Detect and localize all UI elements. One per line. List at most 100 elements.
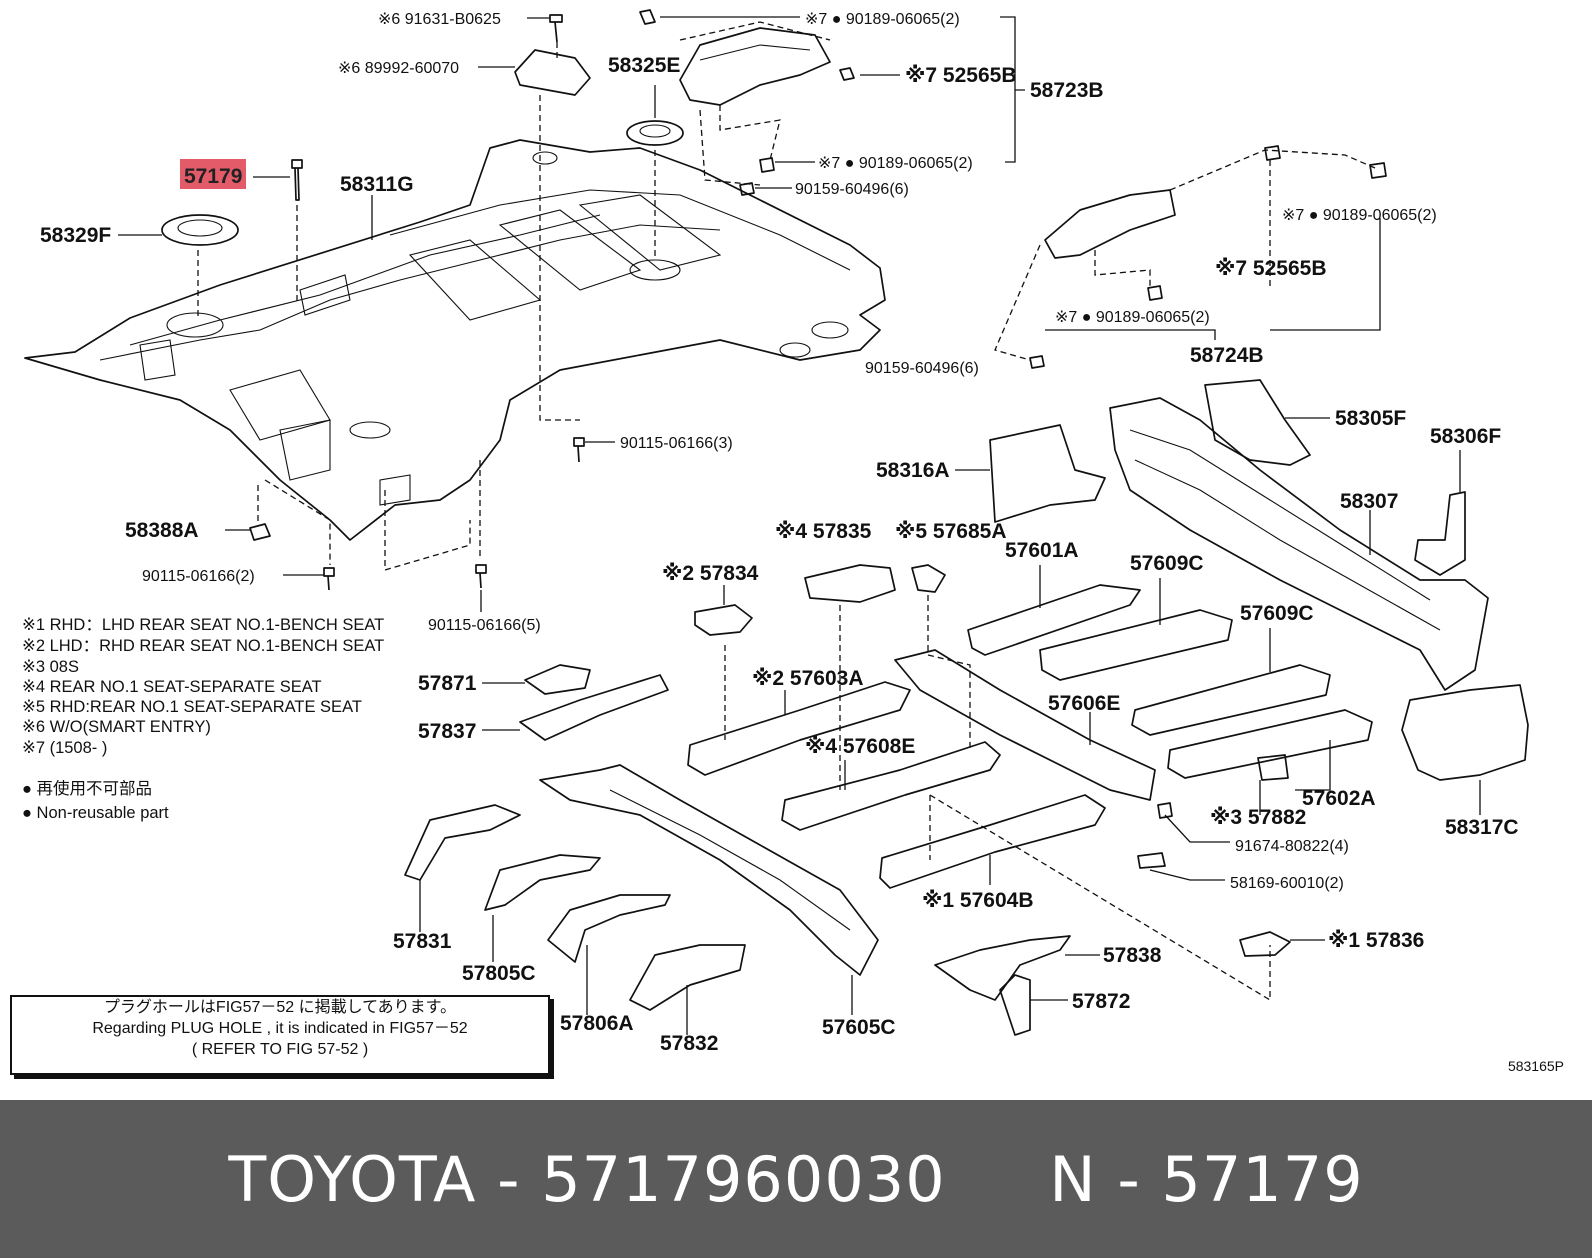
label-91631[interactable]: ※6 91631-B0625	[378, 11, 501, 28]
label-57872[interactable]: 57872	[1072, 990, 1130, 1013]
label-90115-c[interactable]: 90115-06166(5)	[428, 617, 541, 634]
part-labels: ※6 91631-B0625 ※6 89992-60070 58325E ※7 …	[40, 11, 1519, 1055]
floor-pan-58311g[interactable]	[24, 139, 886, 541]
footer-part-label: N	[1049, 1142, 1097, 1216]
member-57608e[interactable]	[781, 741, 1001, 831]
label-57836[interactable]: ※1 57836	[1328, 929, 1424, 952]
bolt-91631[interactable]	[549, 14, 563, 43]
label-57605c[interactable]: 57605C	[822, 1016, 896, 1039]
legend-jp: ● 再使用不可部品	[22, 779, 152, 798]
bolt-90115-a[interactable]	[573, 437, 585, 463]
label-90189-a[interactable]: ※7 ● 90189-06065(2)	[805, 11, 960, 28]
label-57805c[interactable]: 57805C	[462, 962, 536, 985]
label-58724b[interactable]: 58724B	[1190, 344, 1264, 367]
bracket-57872[interactable]	[999, 974, 1031, 1036]
label-58316a[interactable]: 58316A	[876, 459, 950, 482]
member-57602a[interactable]	[1167, 709, 1373, 779]
label-58307[interactable]: 58307	[1340, 490, 1398, 513]
member-57601a[interactable]	[967, 584, 1141, 656]
member-57837[interactable]	[519, 674, 669, 741]
label-57806a[interactable]: 57806A	[560, 1012, 634, 1035]
nut-91674[interactable]	[1157, 802, 1173, 819]
label-90189-d[interactable]: ※7 ● 90189-06065(2)	[1055, 309, 1210, 326]
note-1: ※1 RHD：LHD REAR SEAT NO.1-BENCH SEAT	[22, 616, 384, 634]
label-58325e[interactable]: 58325E	[608, 54, 680, 77]
bracket-57805c[interactable]	[484, 854, 601, 911]
label-57609c-b[interactable]: 57609C	[1240, 602, 1314, 625]
bracket-57882[interactable]	[1257, 754, 1289, 781]
bracket-57835[interactable]	[804, 564, 896, 603]
bolt-90115-c[interactable]	[475, 564, 487, 589]
label-90189-b[interactable]: ※7 ● 90189-06065(2)	[818, 155, 973, 172]
member-57871[interactable]	[524, 664, 591, 695]
label-57871[interactable]: 57871	[418, 672, 477, 695]
label-57832[interactable]: 57832	[660, 1032, 718, 1055]
label-90189-c[interactable]: ※7 ● 90189-06065(2)	[1282, 207, 1437, 224]
bolt-90115-b[interactable]	[323, 567, 335, 591]
member-57603a[interactable]	[687, 681, 911, 776]
label-57882[interactable]: ※3 57882	[1210, 806, 1306, 829]
panel-58317c[interactable]	[1401, 684, 1529, 781]
label-52565b-a[interactable]: ※7 52565B	[905, 64, 1017, 87]
label-58317c[interactable]: 58317C	[1445, 816, 1519, 839]
label-52565b-b[interactable]: ※7 52565B	[1215, 257, 1327, 280]
bracket-57685a[interactable]	[911, 564, 946, 593]
label-58306f[interactable]: 58306F	[1430, 425, 1501, 448]
plug-hole-notice: プラグホールはFIG57－52 に掲載してあります。 Regarding PLU…	[10, 995, 550, 1075]
seal-58329f[interactable]	[161, 214, 239, 246]
bracket-58306f[interactable]	[1414, 491, 1466, 576]
label-58723b[interactable]: 58723B	[1030, 79, 1104, 102]
label-57179[interactable]: 57179	[184, 165, 242, 188]
bracket-57836[interactable]	[1239, 931, 1291, 957]
label-57609c-a[interactable]: 57609C	[1130, 552, 1204, 575]
footer-gap	[946, 1143, 1050, 1216]
member-57609c-a[interactable]	[1039, 609, 1233, 681]
label-89992[interactable]: ※6 89992-60070	[338, 60, 459, 77]
label-57602a[interactable]: 57602A	[1302, 787, 1376, 810]
label-57835[interactable]: ※4 57835	[775, 520, 872, 543]
label-57838[interactable]: 57838	[1103, 944, 1162, 967]
rail-58307[interactable]	[1109, 397, 1489, 691]
legend-en: ● Non-reusable part	[22, 804, 169, 822]
label-57831[interactable]: 57831	[393, 930, 452, 953]
member-57606e[interactable]	[894, 649, 1156, 801]
bracket-57831[interactable]	[404, 804, 521, 881]
label-57603a[interactable]: ※2 57603A	[752, 667, 864, 690]
label-57606e[interactable]: 57606E	[1048, 692, 1120, 715]
bracket-57838[interactable]	[934, 935, 1071, 1001]
figure-code: 583165P	[1507, 1058, 1564, 1074]
label-58388a[interactable]: 58388A	[125, 519, 199, 542]
label-58311g[interactable]: 58311G	[340, 173, 414, 196]
panel-58305f[interactable]	[1204, 379, 1311, 466]
footer-make: TOYOTA	[228, 1142, 477, 1216]
member-57604b[interactable]	[879, 794, 1106, 889]
label-58169[interactable]: 58169-60010(2)	[1230, 875, 1344, 892]
bracket-58388a[interactable]	[249, 523, 271, 541]
panel-58316a[interactable]	[989, 424, 1106, 523]
label-90115-b[interactable]: 90115-06166(2)	[142, 568, 255, 585]
cover-58724b[interactable]	[1029, 145, 1387, 369]
bracket-89992[interactable]	[514, 49, 591, 96]
label-57685a[interactable]: ※5 57685A	[895, 520, 1007, 543]
label-58329f[interactable]: 58329F	[40, 224, 111, 247]
label-90159-b[interactable]: 90159-60496(6)	[865, 360, 979, 377]
bracket-57806a[interactable]	[547, 894, 671, 963]
label-91674[interactable]: 91674-80822(4)	[1235, 838, 1349, 855]
label-57601a[interactable]: 57601A	[1005, 539, 1079, 562]
label-57604b[interactable]: ※1 57604B	[922, 889, 1034, 912]
bracket-57834[interactable]	[694, 604, 753, 636]
bracket-58169[interactable]	[1137, 852, 1166, 869]
notes: ※1 RHD：LHD REAR SEAT NO.1-BENCH SEAT ※2 …	[22, 616, 384, 822]
label-58305f[interactable]: 58305F	[1335, 407, 1406, 430]
member-57605c[interactable]	[539, 764, 879, 976]
bracket-57832[interactable]	[629, 944, 746, 1011]
label-90115-a[interactable]: 90115-06166(3)	[620, 435, 733, 452]
label-90159-a[interactable]: 90159-60496(6)	[795, 181, 909, 198]
seal-58325e[interactable]	[626, 120, 684, 146]
label-57834[interactable]: ※2 57834	[662, 562, 759, 585]
cover-58723b[interactable]	[639, 9, 855, 196]
label-57837[interactable]: 57837	[418, 720, 476, 743]
bolt-57179[interactable]	[291, 159, 303, 201]
label-57608e[interactable]: ※4 57608E	[805, 735, 915, 758]
member-57609c-b[interactable]	[1131, 664, 1331, 736]
